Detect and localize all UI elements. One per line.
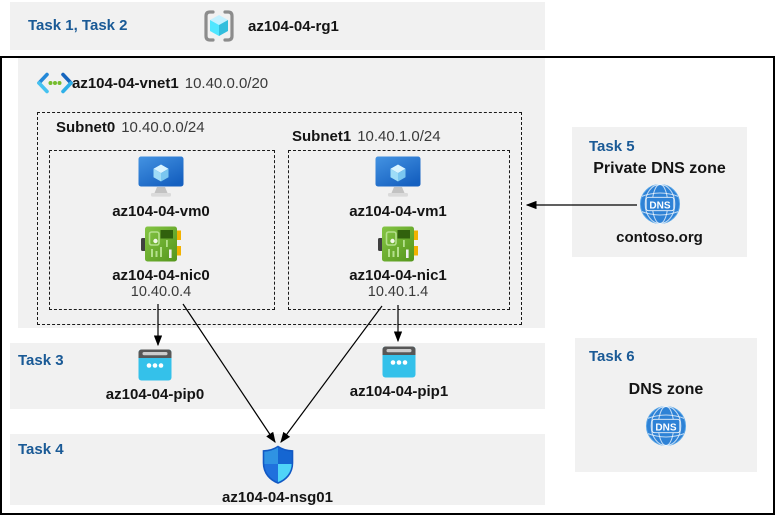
pip0-stack: az104-04-pip0 (80, 349, 230, 403)
diagram-frame (0, 56, 775, 515)
vnet-name: az104-04-vnet1 (72, 75, 179, 92)
virtual-machine-icon (375, 156, 421, 197)
vm1-name: az104-04-vm1 (349, 203, 447, 220)
dns-zone-title: DNS zone (628, 381, 704, 398)
pip0-name: az104-04-pip0 (105, 386, 205, 403)
dns-zone-icon: DNS (645, 405, 687, 447)
nic1-ip: 10.40.1.4 (367, 284, 429, 300)
virtual-network-icon (37, 72, 73, 94)
resource-group-name: az104-04-rg1 (248, 18, 339, 35)
subnet0-box (49, 150, 275, 310)
task4-label: Task 4 (18, 441, 64, 458)
task3-band (10, 343, 545, 409)
dns-icon-text: DNS (655, 422, 676, 433)
nsg-name: az104-04-nsg01 (222, 489, 333, 506)
task1-2-label: Task 1, Task 2 (28, 17, 128, 34)
vnet-cidr: 10.40.0.0/20 (184, 75, 269, 92)
resource-group-icon (204, 10, 234, 42)
nic1-icon (378, 226, 418, 262)
vm1-stack: az104-04-vm1 az104-04-nic1 10.40.1.4 (288, 156, 508, 301)
nsg-stack: az104-04-nsg01 (200, 445, 355, 506)
task6-content: DNS zone DNS (575, 381, 757, 447)
pip1-stack: az104-04-pip1 (324, 346, 474, 400)
subnet0-name: Subnet0 (56, 119, 116, 136)
nic0-ip: 10.40.0.4 (130, 284, 192, 300)
network-security-group-icon (262, 445, 293, 484)
vnet-panel (18, 58, 545, 328)
task5-content: Private DNS zone DNS contoso.org (572, 160, 747, 246)
subnet1-box (288, 150, 510, 310)
vm0-name: az104-04-vm0 (112, 203, 210, 220)
subnet1-cidr: 10.40.1.0/24 (357, 128, 441, 145)
private-dns-zone-title: Private DNS zone (593, 160, 726, 177)
virtual-machine-icon (138, 156, 184, 197)
task6-box (575, 338, 757, 472)
nic0-name: az104-04-nic0 (112, 267, 210, 284)
nic1-name: az104-04-nic1 (349, 267, 447, 284)
vnet-title: az104-04-vnet1 10.40.0.0/20 (72, 75, 268, 92)
subnets-container (37, 112, 522, 325)
subnet0-title: Subnet0 10.40.0.0/24 (56, 119, 205, 136)
private-dns-zone-name: contoso.org (616, 229, 703, 246)
dns-icon-text: DNS (649, 200, 670, 211)
nic0-icon (141, 226, 181, 262)
subnet1-name: Subnet1 (292, 128, 352, 145)
public-ip-icon (382, 346, 416, 378)
task5-label: Task 5 (589, 138, 635, 155)
subnet0-cidr: 10.40.0.0/24 (121, 119, 205, 136)
task6-label: Task 6 (589, 348, 635, 365)
vm0-stack: az104-04-vm0 az104-04-nic0 10.40.0.4 (49, 156, 273, 301)
private-dns-zone-icon: DNS (639, 183, 680, 225)
task1-2-band (10, 2, 545, 50)
subnet1-title: Subnet1 10.40.1.0/24 (292, 128, 441, 145)
pip1-name: az104-04-pip1 (349, 383, 449, 400)
public-ip-icon (138, 349, 172, 381)
task3-label: Task 3 (18, 352, 64, 369)
